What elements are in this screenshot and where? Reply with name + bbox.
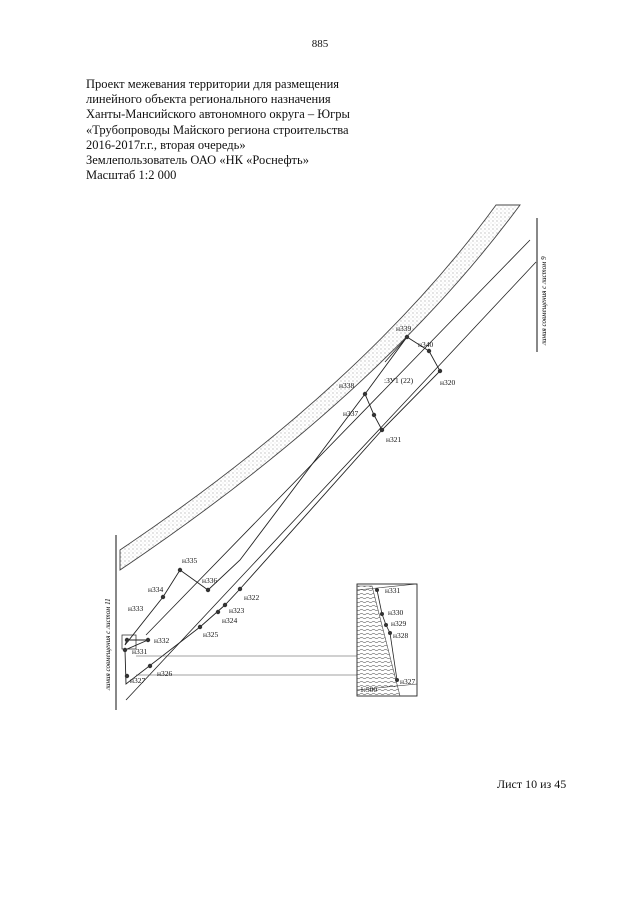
pipeline-line-inner — [145, 239, 531, 636]
inset-hatched-strip — [357, 585, 401, 696]
sheet-footer: Лист 10 из 45 — [497, 777, 567, 791]
point-marker — [362, 391, 368, 397]
inset-scale: 1:500 — [360, 685, 377, 694]
point-label: н326 — [157, 669, 173, 678]
inset-panel: н331 н330 н329 н328 н327 1:500 — [356, 583, 418, 697]
parcel-boundary-lower — [124, 429, 383, 685]
road-strip — [119, 204, 521, 571]
inset-point — [375, 588, 379, 592]
point-marker — [426, 348, 432, 354]
header-line: Ханты-Мансийского автономного округа – Ю… — [86, 107, 350, 122]
inset-point — [384, 623, 388, 627]
point-label: н320 — [440, 378, 456, 387]
header-scale: Масштаб 1:2 000 — [86, 168, 177, 183]
document-header: Проект межевания территории для размещен… — [86, 77, 350, 183]
inset-point-label: н330 — [388, 608, 404, 617]
inset-point-label: н327 — [400, 677, 416, 686]
inset-point — [380, 612, 384, 616]
point-marker — [205, 587, 211, 593]
point-marker — [404, 334, 410, 340]
point-marker — [124, 673, 130, 679]
pipeline-line-outer — [125, 261, 537, 701]
point-label: н334 — [148, 585, 164, 594]
point-marker — [177, 567, 183, 573]
point-marker — [379, 427, 385, 433]
point-label: н331 — [132, 647, 148, 656]
point-marker — [122, 647, 128, 653]
point-label: н323 — [229, 606, 245, 615]
parcel-label: :ЗУ1 (22) — [384, 376, 414, 385]
point-marker — [237, 586, 243, 592]
point-label: н325 — [203, 630, 219, 639]
header-line: 2016-2017г.г., вторая очередь» — [86, 137, 246, 152]
match-line-right-label: линия совмещения с листом 9 — [540, 256, 548, 346]
header-line: Проект межевания территории для размещен… — [86, 77, 340, 91]
point-marker — [371, 412, 377, 418]
point-label: н338 — [339, 381, 355, 390]
point-marker — [215, 609, 221, 615]
point-label: н337 — [343, 409, 359, 418]
inset-point-label: н329 — [391, 619, 407, 628]
parcel-boundary-upper — [124, 393, 366, 646]
point-label: н335 — [182, 556, 198, 565]
point-label: н333 — [128, 604, 144, 613]
small-square — [121, 634, 137, 650]
point-marker — [222, 602, 228, 608]
point-label: н321 — [386, 435, 402, 444]
header-line: линейного объекта регионального назначен… — [86, 92, 331, 107]
point-marker — [437, 368, 443, 374]
point-label: н322 — [244, 593, 260, 602]
inset-point-label: н328 — [393, 631, 409, 640]
pipeline-line-short — [384, 336, 408, 363]
point-marker — [197, 624, 203, 630]
inset-point-label: н331 — [385, 586, 401, 595]
point-label: н324 — [222, 616, 238, 625]
header-line: Землепользователь ОАО «НК «Роснефть» — [86, 153, 309, 168]
point-marker — [160, 594, 166, 600]
inset-point — [395, 678, 399, 682]
point-label: н327 — [130, 676, 146, 685]
point-marker — [124, 637, 130, 643]
point-label: н336 — [202, 576, 218, 585]
inset-point — [388, 631, 392, 635]
point-label: н339 — [396, 324, 412, 333]
point-marker — [147, 663, 153, 669]
point-marker — [145, 637, 151, 643]
point-label: н340 — [418, 340, 434, 349]
match-line-left-label: линия совмещения с листом 11 — [104, 598, 112, 691]
page-number: 885 — [311, 38, 329, 50]
point-label: н332 — [154, 636, 170, 645]
header-line: «Трубопроводы Майского региона строитель… — [86, 122, 349, 137]
